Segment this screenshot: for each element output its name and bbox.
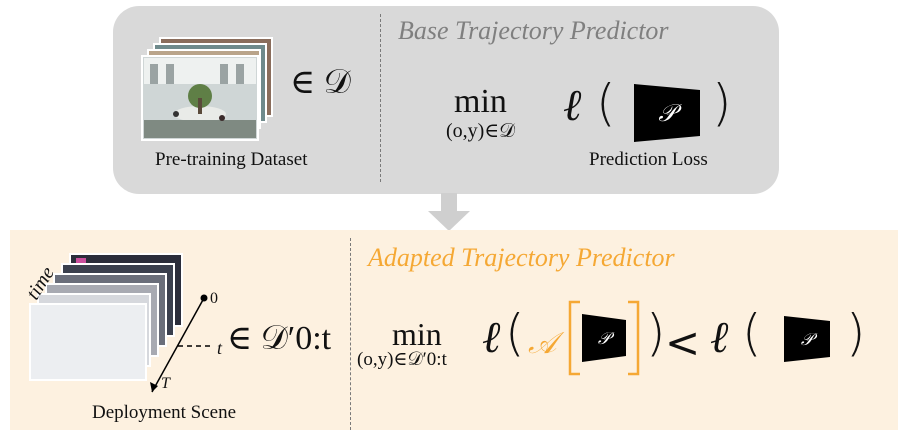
deployment-frame-stack <box>29 253 214 393</box>
axis-T-label: T <box>161 375 170 392</box>
top-divider <box>380 14 381 182</box>
base-open-paren: ( <box>742 304 762 362</box>
close-paren: ) <box>712 74 732 132</box>
min-subscript-adapted: (o,y)∈𝒟′0:t <box>357 349 447 370</box>
adapted-open-paren: ( <box>505 304 525 362</box>
pretraining-dataset-label: Pre-training Dataset <box>155 149 308 170</box>
min-operator: min <box>454 83 507 120</box>
loss-function-symbol: ℓ <box>563 81 582 130</box>
dataset-membership: ∈ 𝒟 <box>290 64 351 101</box>
adapted-predictor-title: Adapted Trajectory Predictor <box>368 243 675 272</box>
pretraining-image-stack <box>141 37 273 141</box>
adapter-symbol: 𝒜 <box>528 326 557 361</box>
axis-zero-label: 0 <box>210 290 218 307</box>
deployment-scene-label: Deployment Scene <box>92 402 237 423</box>
base-loss-symbol: ℓ <box>710 313 729 362</box>
adapted-loss-symbol: ℓ <box>482 313 501 362</box>
axis-t-label: t <box>217 338 223 358</box>
bottom-divider <box>350 238 351 430</box>
base-predictor-title: Base Trajectory Predictor <box>398 16 669 45</box>
min-operator-adapted: min <box>392 316 442 352</box>
deployment-data-membership: ∈ 𝒟′0:t <box>227 320 332 357</box>
open-paren: ( <box>596 74 616 132</box>
less-than-symbol: < <box>665 318 701 367</box>
adapted-predictor-bracket: 𝒫 <box>568 300 640 376</box>
base-predictor-block-small: 𝒫 <box>784 316 830 362</box>
min-subscript: (o,y)∈𝒟 <box>446 120 516 142</box>
prediction-loss-label: Prediction Loss <box>589 149 708 170</box>
courtyard-scene-image <box>141 55 259 141</box>
down-arrow-icon <box>428 193 470 231</box>
base-close-paren: ) <box>846 304 866 362</box>
base-predictor-block: 𝒫 <box>634 84 700 142</box>
adapted-close-paren: ) <box>646 304 666 362</box>
